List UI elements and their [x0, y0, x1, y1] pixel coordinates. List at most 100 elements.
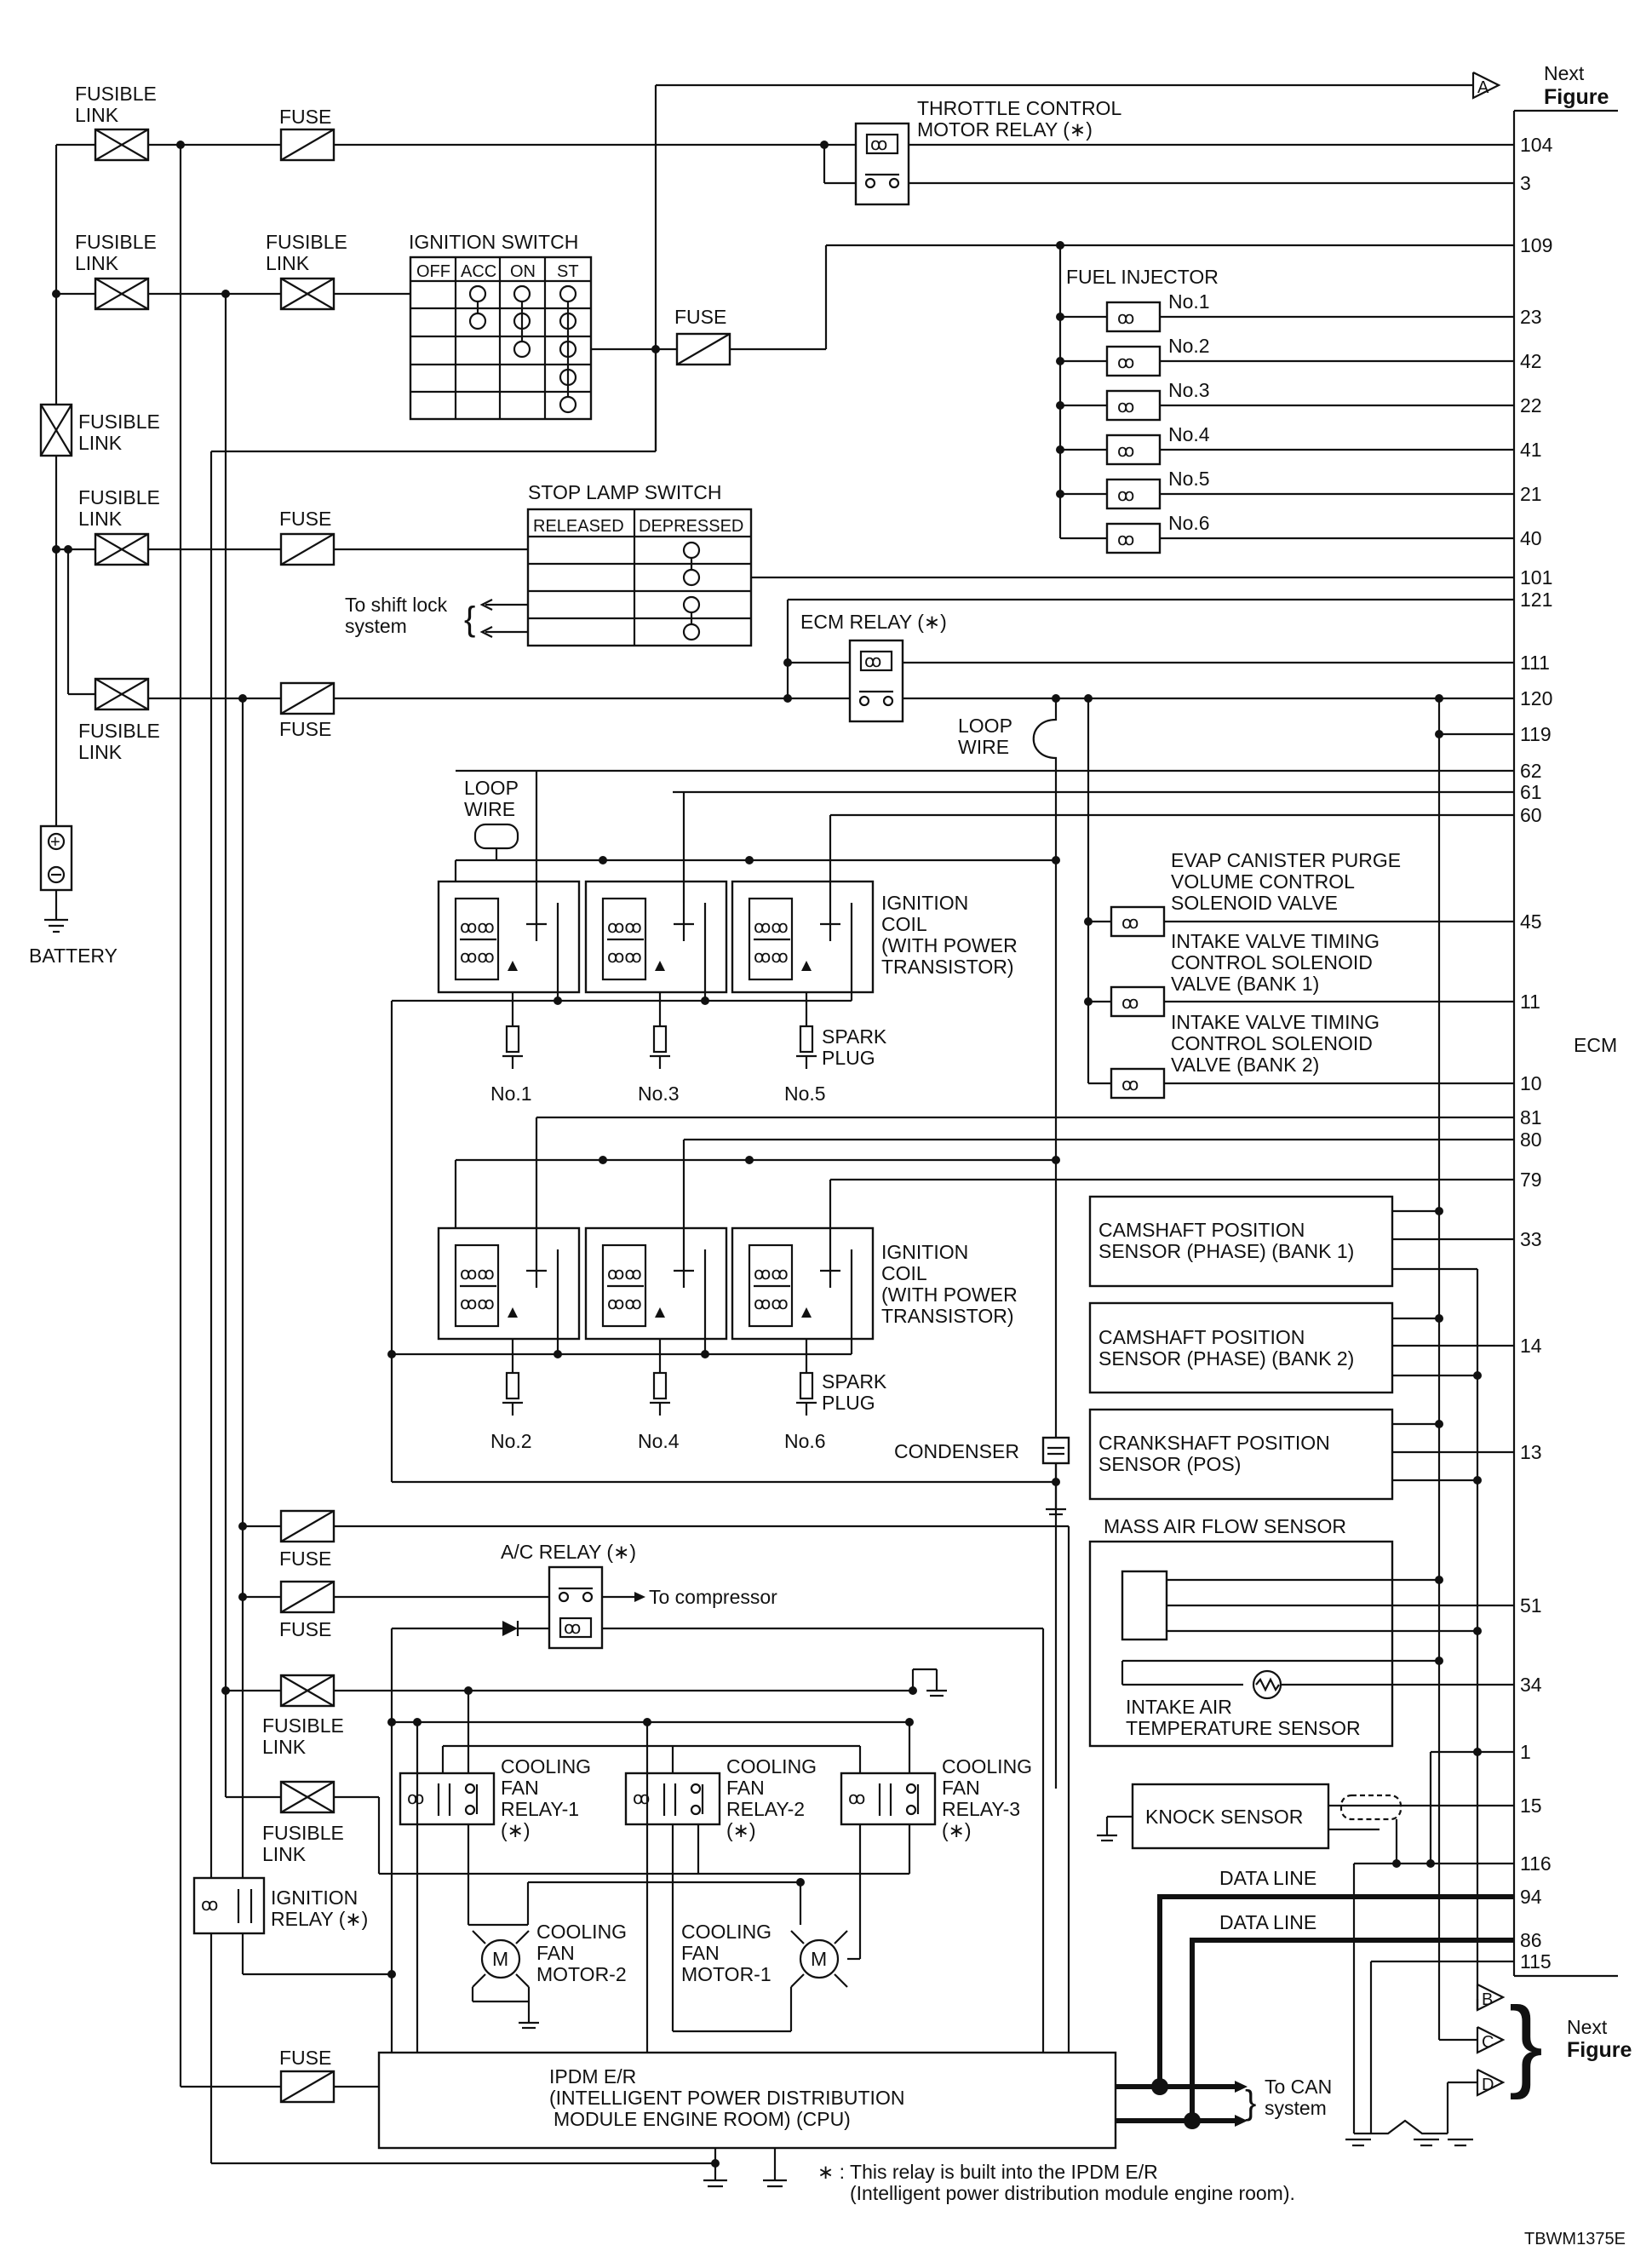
- spark-plug-top-label-1: SPARK: [822, 1025, 887, 1048]
- data-line-1-label: DATA LINE: [1219, 1867, 1316, 1889]
- svg-text:ꝏ: ꝏ: [1117, 353, 1134, 372]
- fusible-link-lower-1-label-1: FUSIBLE: [262, 1714, 344, 1737]
- ecm-pin-22: 22: [1520, 394, 1542, 416]
- ac-relay: ꝏ: [548, 1565, 604, 1650]
- ecm-pin-109: 109: [1520, 234, 1552, 256]
- svg-text:}: }: [1509, 1986, 1543, 2100]
- fusible-link-1-label-1: FUSIBLE: [75, 83, 157, 105]
- to-compressor-label: To compressor: [649, 1586, 777, 1608]
- stop-lamp-col-depressed: DEPRESSED: [639, 517, 743, 536]
- fusible-link-4-label-1: FUSIBLE: [78, 720, 160, 742]
- fusible-link-lower-2-label-2: LINK: [262, 1843, 307, 1865]
- next-figure-bottom-line2: Figure: [1567, 2038, 1632, 2062]
- stop-lamp-col-released: RELEASED: [533, 517, 624, 536]
- injector-2: ꝏNo.2: [1056, 335, 1514, 377]
- plug-no6-label: No.6: [784, 1430, 826, 1452]
- cooling-fan-motor-1-label-3: MOTOR-1: [681, 1963, 772, 1985]
- svg-text:ꝏ: ꝏ: [848, 1789, 865, 1808]
- ecm-pin-13: 13: [1520, 1441, 1542, 1463]
- ecm-pin-34: 34: [1520, 1674, 1542, 1696]
- svg-text:ꝏ: ꝏ: [201, 1896, 218, 1915]
- ecm-pin-61: 61: [1520, 781, 1542, 803]
- ign-col-st: ST: [557, 262, 579, 281]
- svg-text:No.4: No.4: [1168, 423, 1210, 445]
- cooling-fan-relay-3-label-4: (∗): [942, 1819, 972, 1841]
- maf-label: MASS AIR FLOW SENSOR: [1104, 1515, 1346, 1537]
- injector-4: ꝏNo.4: [1056, 423, 1514, 466]
- cooling-fan-motor-1: M: [673, 1882, 860, 2033]
- next-figure-top-line2: Figure: [1544, 85, 1609, 109]
- fuse-ecm-label: FUSE: [279, 718, 331, 740]
- ivt-bank2-solenoid: ꝏ: [1088, 1067, 1514, 1100]
- footnote-line-1: ∗ : This relay is built into the IPDM E/…: [817, 2161, 1158, 2183]
- ign-col-off: OFF: [416, 262, 450, 281]
- ignition-relay-label-1: IGNITION: [271, 1887, 358, 1909]
- ecm-pin-94: 94: [1520, 1886, 1542, 1908]
- ignition-relay: [192, 1876, 266, 1935]
- ipdm-label-3: MODULE ENGINE ROOM) (CPU): [554, 2108, 851, 2130]
- spark-plug-top-label-2: PLUG: [822, 1047, 875, 1069]
- knock-sensor: [1097, 1783, 1514, 1864]
- fusible-link-lower-2-label-1: FUSIBLE: [262, 1822, 344, 1844]
- ecm-pin-79: 79: [1520, 1169, 1542, 1191]
- fuel-injector-group: ꝏNo.1 ꝏNo.2 ꝏNo.3 ꝏNo.4 ꝏNo.5 ꝏNo.6: [1056, 290, 1514, 554]
- ignition-coil-1: ꝏꝏ ꝏꝏ: [437, 771, 581, 1001]
- mass-air-flow-sensor: [1088, 1540, 1514, 1748]
- fusible-link-rail-label-2: LINK: [78, 432, 123, 454]
- svg-text:ꝏ: ꝏ: [870, 135, 887, 154]
- fuse-1-label: FUSE: [279, 106, 331, 128]
- ac-relay-label: A/C RELAY (∗): [501, 1541, 636, 1563]
- svg-text:ꝏꝏ: ꝏꝏ: [607, 1295, 642, 1313]
- iat-label-2: TEMPERATURE SENSOR: [1126, 1717, 1361, 1739]
- fusible-link-ignition-label-1: FUSIBLE: [266, 231, 347, 253]
- ecm-pin-60: 60: [1520, 804, 1542, 826]
- next-figure-bottom-line1: Next: [1567, 2016, 1608, 2038]
- svg-text:ꝏꝏ: ꝏꝏ: [754, 1265, 789, 1284]
- svg-text:ꝏꝏ: ꝏꝏ: [460, 948, 495, 967]
- svg-text:ꝏꝏ: ꝏꝏ: [607, 918, 642, 937]
- cmp2-label-2: SENSOR (PHASE) (BANK 2): [1098, 1347, 1354, 1370]
- svg-text:ꝏ: ꝏ: [1121, 994, 1139, 1013]
- ivt1-label-2: CONTROL SOLENOID: [1171, 951, 1373, 973]
- ignition-coil-top-label-3: (WITH POWER: [881, 934, 1018, 956]
- ignition-coil-bottom-label-1: IGNITION: [881, 1241, 968, 1263]
- fusible-link-lower-1-label-2: LINK: [262, 1736, 307, 1758]
- svg-text:ꝏꝏ: ꝏꝏ: [460, 918, 495, 937]
- plug-no1-label: No.1: [490, 1083, 532, 1105]
- ecm-pin-121: 121: [1520, 589, 1552, 611]
- spark-plugs-bottom: [502, 1339, 817, 1416]
- to-can-label-2: system: [1265, 2097, 1327, 2119]
- fuel-injector-label: FUEL INJECTOR: [1066, 266, 1219, 288]
- cooling-fan-relay-1-label-1: COOLING: [501, 1755, 591, 1777]
- ecm-pin-3: 3: [1520, 172, 1531, 194]
- cmp1-label-1: CAMSHAFT POSITION: [1098, 1219, 1305, 1241]
- cooling-fan-relay-1: ꝏ: [399, 1772, 496, 1826]
- svg-text:ꝏ: ꝏ: [407, 1789, 424, 1808]
- svg-text:ꝏ: ꝏ: [564, 1619, 581, 1638]
- svg-text:+: +: [50, 833, 60, 852]
- svg-text:ꝏꝏ: ꝏꝏ: [754, 948, 789, 967]
- fuse-ignition-label: FUSE: [674, 306, 726, 328]
- cooling-fan-motor-1-label-2: FAN: [681, 1942, 720, 1964]
- shift-lock-label-2: system: [345, 615, 407, 637]
- camshaft-sensor-bank2: [1088, 1301, 1514, 1394]
- shift-lock-label-1: To shift lock: [345, 594, 448, 616]
- svg-text:ꝏꝏ: ꝏꝏ: [607, 1265, 642, 1284]
- ecm-pin-111: 111: [1520, 652, 1550, 674]
- ecm-pin-45: 45: [1520, 910, 1542, 933]
- ecm-pin-86: 86: [1520, 1929, 1542, 1951]
- ipdm-label-2: (INTELLIGENT POWER DISTRIBUTION: [549, 2087, 904, 2109]
- svg-text:ꝏ: ꝏ: [864, 652, 881, 671]
- knock-sensor-label: KNOCK SENSOR: [1145, 1806, 1303, 1828]
- plug-no5-label: No.5: [784, 1083, 826, 1105]
- spark-plug-bottom-label-1: SPARK: [822, 1370, 887, 1393]
- ign-col-acc: ACC: [461, 262, 496, 281]
- to-can-label-1: To CAN: [1265, 2076, 1332, 2098]
- svg-text:ꝏ: ꝏ: [1117, 398, 1134, 416]
- fusible-link-1-label-2: LINK: [75, 104, 119, 126]
- spark-plug-bottom-label-2: PLUG: [822, 1392, 875, 1414]
- motor-2-symbol: M: [492, 1948, 508, 1970]
- crankshaft-sensor: [1088, 1408, 1514, 1501]
